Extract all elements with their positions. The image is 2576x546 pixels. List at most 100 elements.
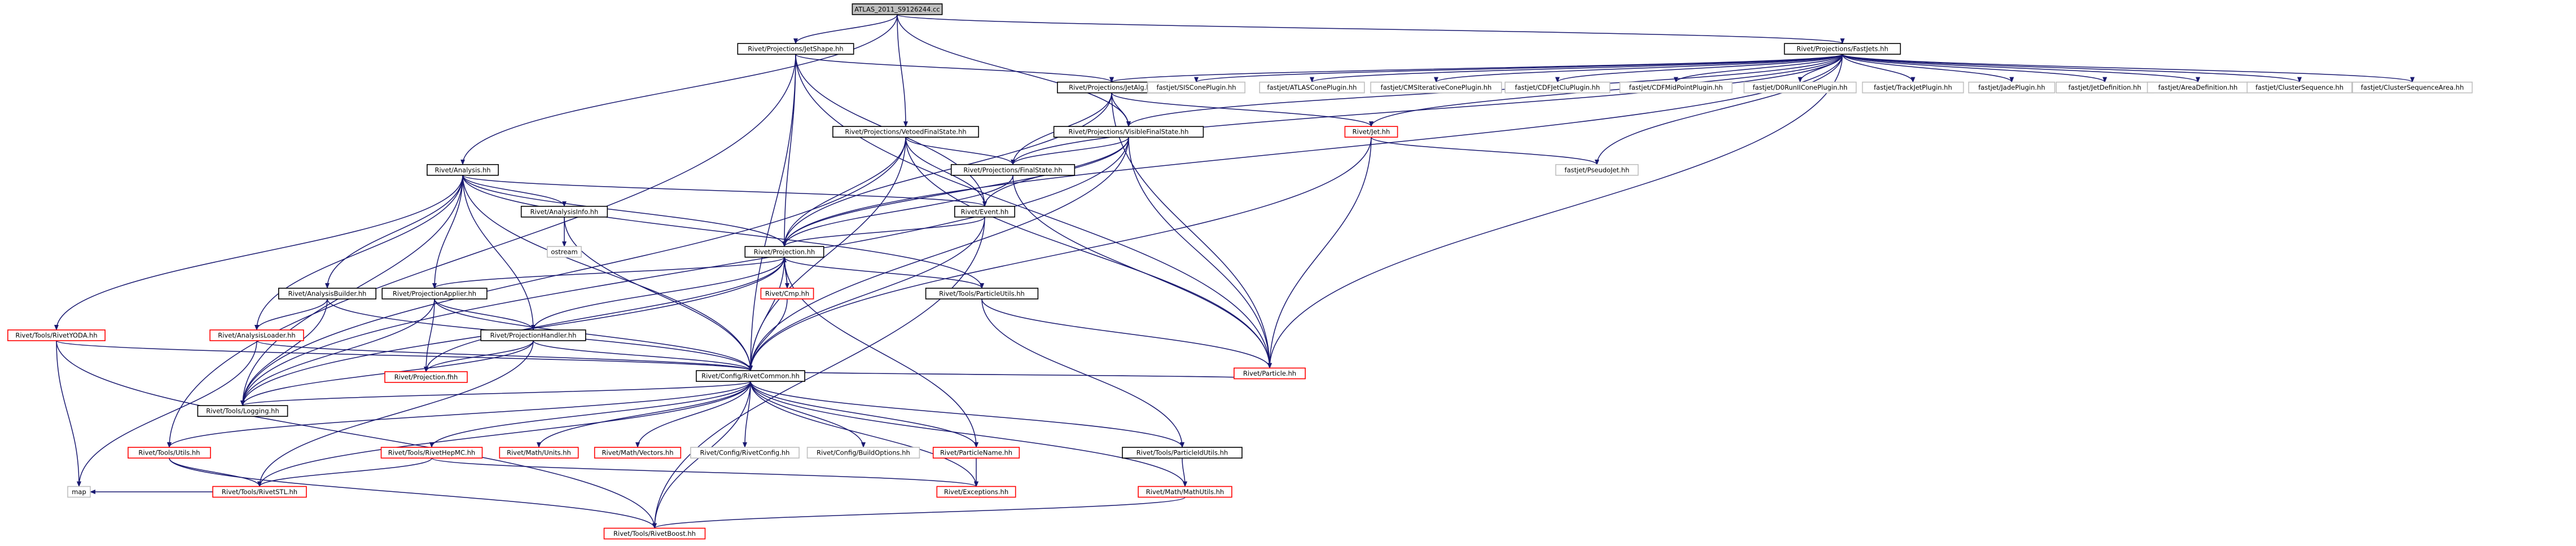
node-rivetstl[interactable]: Rivet/Tools/RivetSTL.hh — [212, 486, 307, 498]
node-analysisloader[interactable]: Rivet/AnalysisLoader.hh — [209, 329, 304, 341]
node-box[interactable] — [1138, 486, 1232, 498]
node-mathunits[interactable]: Rivet/Math/Units.hh — [499, 447, 579, 459]
edge-projection-to-rivetcommon — [748, 257, 785, 372]
node-label: Rivet/Jet.hh — [1353, 128, 1390, 136]
node-box[interactable] — [209, 329, 304, 341]
edge-jetshape-to-utils — [167, 54, 796, 448]
node-box[interactable] — [427, 164, 499, 176]
edge-line — [1011, 54, 1843, 165]
edge-vetoedfs-to-projection — [782, 137, 906, 247]
node-box[interactable] — [760, 288, 814, 300]
node-box[interactable] — [925, 288, 1039, 300]
node-box[interactable] — [594, 447, 682, 459]
node-label: Rivet/Projections/FinalState.hh — [963, 166, 1062, 174]
node-box[interactable] — [480, 329, 586, 341]
edge-analysis-to-event — [462, 175, 987, 207]
node-logging[interactable]: Rivet/Tools/Logging.hh — [197, 405, 288, 417]
node-mathvectors[interactable]: Rivet/Math/Vectors.hh — [594, 447, 682, 459]
node-mathutils[interactable]: Rivet/Math/MathUtils.hh — [1138, 486, 1232, 498]
edge-visiblefs-to-particle — [1128, 137, 1272, 369]
node-analysis[interactable]: Rivet/Analysis.hh — [427, 164, 499, 176]
node-projhandler[interactable]: Rivet/ProjectionHandler.hh — [480, 329, 586, 341]
node-visiblefs[interactable]: Rivet/Projections/VisibleFinalState.hh — [1053, 126, 1204, 138]
node-box[interactable] — [381, 288, 488, 300]
node-box[interactable] — [384, 371, 468, 383]
node-box[interactable] — [603, 527, 706, 540]
node-box[interactable] — [128, 447, 211, 459]
node-jet[interactable]: Rivet/Jet.hh — [1344, 126, 1398, 138]
edge-line — [1555, 54, 1843, 83]
edge-fastjets-to-particle — [1267, 54, 1843, 369]
node-projectionfhh[interactable]: Rivet/Projection.fhh — [384, 371, 468, 383]
edge-rivethepmc-to-rivetstl — [257, 457, 432, 487]
edge-particleidutils-to-mathutils — [1182, 458, 1187, 487]
node-trackjet: fastjet/TrackJetPlugin.hh — [1862, 81, 1964, 94]
node-analysisbuilder[interactable]: Rivet/AnalysisBuilder.hh — [278, 288, 376, 300]
node-rivetcommon[interactable]: Rivet/Config/RivetCommon.hh — [696, 370, 805, 382]
node-box — [67, 486, 91, 498]
node-box[interactable] — [520, 205, 608, 218]
node-box[interactable] — [852, 3, 943, 15]
edge-line — [1194, 54, 1843, 83]
node-label: Rivet/Tools/RivetYODA.hh — [15, 331, 97, 339]
node-box[interactable] — [832, 126, 979, 138]
node-box[interactable] — [696, 370, 805, 382]
node-rivetboost[interactable]: Rivet/Tools/RivetBoost.hh — [603, 527, 706, 540]
node-box[interactable] — [950, 164, 1076, 176]
edge-analysisbuilder-to-analysisloader — [254, 298, 328, 331]
node-particlename[interactable]: Rivet/ParticleName.hh — [932, 447, 1020, 459]
node-projapplier[interactable]: Rivet/ProjectionApplier.hh — [381, 288, 488, 300]
node-root[interactable]: ATLAS_2011_S9126244.cc — [852, 3, 943, 15]
node-cmp[interactable]: Rivet/Cmp.hh — [760, 288, 814, 300]
node-rivetyoda[interactable]: Rivet/Tools/RivetYODA.hh — [7, 329, 106, 341]
node-utils[interactable]: Rivet/Tools/Utils.hh — [128, 447, 211, 459]
edge-jet-to-particle — [1267, 137, 1372, 369]
node-event[interactable]: Rivet/Event.hh — [954, 205, 1016, 218]
node-finalstate[interactable]: Rivet/Projections/FinalState.hh — [950, 164, 1076, 176]
node-box[interactable] — [737, 43, 854, 55]
node-exceptions[interactable]: Rivet/Exceptions.hh — [936, 486, 1016, 498]
node-particleutils[interactable]: Rivet/Tools/ParticleUtils.hh — [925, 288, 1039, 300]
edge-rivetcommon-to-logging — [240, 381, 751, 407]
node-rivethepmc[interactable]: Rivet/Tools/RivetHepMC.hh — [380, 447, 483, 459]
node-box[interactable] — [932, 447, 1020, 459]
node-analysisinfo[interactable]: Rivet/AnalysisInfo.hh — [520, 205, 608, 218]
node-box[interactable] — [1234, 367, 1306, 380]
node-label: Rivet/Config/RivetConfig.hh — [700, 449, 790, 457]
node-particle[interactable]: Rivet/Particle.hh — [1234, 367, 1306, 380]
node-fastjets[interactable]: Rivet/Projections/FastJets.hh — [1784, 43, 1901, 55]
node-box[interactable] — [954, 205, 1016, 218]
node-jetshape[interactable]: Rivet/Projections/JetShape.hh — [737, 43, 854, 55]
node-box[interactable] — [7, 329, 106, 341]
node-box[interactable] — [1122, 447, 1243, 459]
node-particleidutils[interactable]: Rivet/Tools/ParticleIdUtils.hh — [1122, 447, 1243, 459]
node-box[interactable] — [1053, 126, 1204, 138]
edge-line — [1842, 54, 2415, 83]
edge-visiblefs-to-rivetcommon — [748, 137, 1129, 372]
node-box[interactable] — [380, 447, 483, 459]
node-box[interactable] — [197, 405, 288, 417]
node-box[interactable] — [212, 486, 307, 498]
edge-line — [1842, 54, 1915, 83]
edge-rivethepmc-to-exceptions — [431, 457, 978, 487]
node-box[interactable] — [1344, 126, 1398, 138]
edge-line — [750, 381, 1184, 448]
edge-analysisloader-to-map — [77, 340, 257, 487]
node-box — [547, 246, 582, 258]
node-vetoedfs[interactable]: Rivet/Projections/VetoedFinalState.hh — [832, 126, 979, 138]
edge-fastjets-to-pseudojet — [1595, 54, 1843, 165]
edge-line — [981, 298, 1272, 369]
edge-rivetcommon-to-particlename — [750, 381, 978, 448]
node-label: Rivet/Config/RivetCommon.hh — [701, 372, 800, 380]
node-box[interactable] — [278, 288, 376, 300]
node-box[interactable] — [499, 447, 579, 459]
node-projection[interactable]: Rivet/Projection.hh — [744, 246, 824, 258]
node-box[interactable] — [744, 246, 824, 258]
node-box[interactable] — [936, 486, 1016, 498]
edge-line — [897, 14, 908, 127]
node-box[interactable] — [1784, 43, 1901, 55]
edge-rivetcommon-to-particleidutils — [750, 381, 1184, 448]
edge-line — [748, 54, 796, 372]
node-cmscone: fastjet/CMSIterativeConePlugin.hh — [1370, 81, 1502, 94]
node-label: fastjet/ClusterSequence.hh — [2255, 83, 2344, 91]
